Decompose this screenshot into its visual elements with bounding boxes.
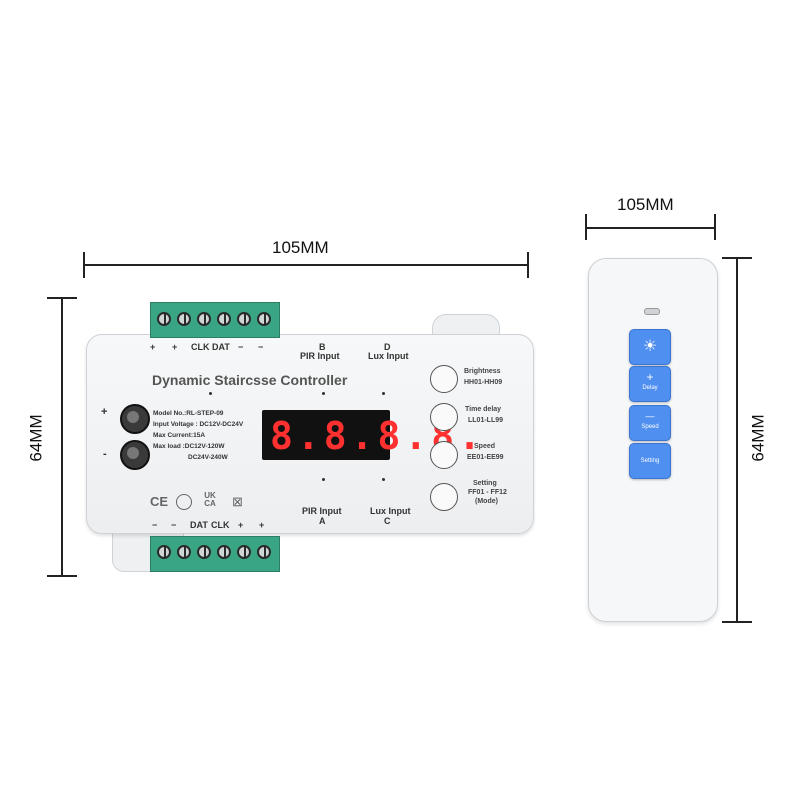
remote-width-label: 105MM xyxy=(617,195,674,214)
bottom-terminal-label-3: DAT xyxy=(190,520,208,530)
bottom-terminal-label-5: + xyxy=(238,520,244,530)
controller-title: Dynamic Staircsse Controller xyxy=(152,372,348,388)
ukca-mark: UK CA xyxy=(204,491,216,508)
top-terminal-label-5: − xyxy=(238,342,244,352)
brightness-button-range: HH01-HH09 xyxy=(464,379,503,386)
spec-model: Model No.:RL-STEP-09 xyxy=(153,410,224,417)
lux-input-d-letter: D xyxy=(384,342,391,352)
spec-max-load: Max load :DC12V-120W xyxy=(153,443,225,450)
pir-input-b-letter: B xyxy=(319,342,326,352)
bottom-terminal-label-1: − xyxy=(152,520,158,530)
remote-speed-label: Speed xyxy=(641,424,659,430)
top-terminal-screw-5[interactable] xyxy=(237,312,251,326)
time-delay-button-range: LL01-LL99 xyxy=(468,417,504,424)
power-plus-label: + xyxy=(101,406,108,418)
spec-input-voltage: Input Voltage : DC12V-DC24V xyxy=(153,421,244,428)
speed-button-label: Speed xyxy=(474,443,496,450)
controller-width-tick-left xyxy=(83,252,85,278)
top-terminal-label-3: CLK xyxy=(191,342,210,352)
pir-input-b-label: PIR Input xyxy=(300,351,340,361)
plus-icon: + xyxy=(646,370,654,384)
top-terminal-screw-2[interactable] xyxy=(177,312,191,326)
pir-input-a-letter: A xyxy=(319,516,326,526)
controller-width-label: 105MM xyxy=(272,238,329,257)
controller-height-tick-bottom xyxy=(47,575,77,577)
setting-button-range: FF01 - FF12 xyxy=(468,489,507,496)
remote-height-dimension-line xyxy=(736,258,738,622)
controller-width-tick-right xyxy=(527,252,529,278)
remote-indicator-led xyxy=(644,308,660,315)
bottom-terminal-screw-3[interactable] xyxy=(197,545,211,559)
bottom-terminal-label-4: CLK xyxy=(211,520,230,530)
lux-input-c-label: Lux Input xyxy=(370,506,411,516)
time-delay-button-label: Time delay xyxy=(465,406,502,413)
brightness-button[interactable] xyxy=(430,365,458,393)
lux-input-c-letter: C xyxy=(384,516,391,526)
controller-width-dimension-line xyxy=(84,264,528,266)
speed-button-range: EE01-EE99 xyxy=(467,454,504,461)
weee-bin-icon: ⊠ xyxy=(232,494,243,509)
top-terminal-screw-1[interactable] xyxy=(157,312,171,326)
remote-height-tick-bottom xyxy=(722,621,752,623)
time-delay-button[interactable] xyxy=(430,403,458,431)
remote-delay-label: Delay xyxy=(642,385,658,391)
remote-height-tick-top xyxy=(722,257,752,259)
recycle-icon xyxy=(176,494,192,510)
bottom-terminal-screw-1[interactable] xyxy=(157,545,171,559)
remote-setting-label: Setting xyxy=(640,458,660,464)
controller-height-tick-top xyxy=(47,297,77,299)
led-display xyxy=(262,410,390,460)
remote-speed-button[interactable]: — Speed xyxy=(629,405,671,441)
setting-button[interactable] xyxy=(430,483,458,511)
setting-button-label: Setting xyxy=(473,480,497,487)
spec-max-current: Max Current:15A xyxy=(153,432,206,439)
top-terminal-label-4: DAT xyxy=(212,342,230,352)
indicator-dot xyxy=(322,478,325,481)
ce-mark: CE xyxy=(150,494,169,509)
indicator-dot xyxy=(382,478,385,481)
bottom-terminal-screw-4[interactable] xyxy=(217,545,231,559)
top-terminal-label-2: + xyxy=(172,342,178,352)
power-terminal-plus[interactable] xyxy=(120,404,150,434)
controller-height-dimension-line xyxy=(61,298,63,576)
remote-width-tick-left xyxy=(585,214,587,240)
remote-width-dimension-line xyxy=(586,227,714,229)
spec-max-load-24v: DC24V-240W xyxy=(188,454,228,461)
brightness-button-label: Brightness xyxy=(464,368,501,375)
minus-icon: — xyxy=(645,411,655,421)
indicator-dot xyxy=(382,392,385,395)
top-terminal-label-1: + xyxy=(150,342,156,352)
bottom-terminal-label-2: − xyxy=(171,520,177,530)
top-terminal-screw-4[interactable] xyxy=(217,312,231,326)
remote-setting-button[interactable]: Setting xyxy=(629,443,671,479)
controller-height-label: 64MM xyxy=(26,414,46,462)
power-terminal-minus[interactable] xyxy=(120,440,150,470)
setting-button-mode: (Mode) xyxy=(475,498,498,505)
indicator-dot xyxy=(209,392,212,395)
power-minus-label: - xyxy=(103,448,107,460)
sun-icon: ☀ xyxy=(642,338,658,355)
bottom-terminal-label-6: + xyxy=(259,520,265,530)
top-terminal-screw-3[interactable] xyxy=(197,312,211,326)
bottom-terminal-screw-5[interactable] xyxy=(237,545,251,559)
top-terminal-screw-6[interactable] xyxy=(257,312,271,326)
top-terminal-label-6: − xyxy=(258,342,264,352)
bottom-terminal-screw-2[interactable] xyxy=(177,545,191,559)
pir-input-a-label: PIR Input xyxy=(302,506,342,516)
remote-brightness-button[interactable]: ☀ xyxy=(629,329,671,365)
lux-input-d-label: Lux Input xyxy=(368,351,409,361)
remote-height-label: 64MM xyxy=(748,414,768,462)
indicator-dot xyxy=(322,392,325,395)
bottom-terminal-screw-6[interactable] xyxy=(257,545,271,559)
speed-button[interactable] xyxy=(430,441,458,469)
remote-delay-button[interactable]: + Delay xyxy=(629,366,671,402)
remote-width-tick-right xyxy=(714,214,716,240)
